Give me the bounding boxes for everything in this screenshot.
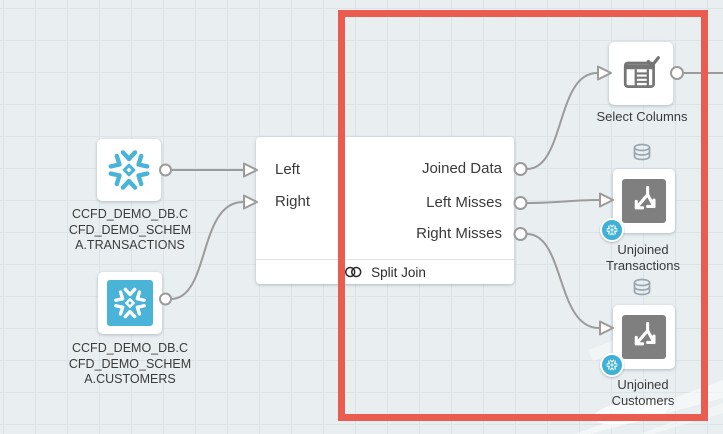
snowflake-badge bbox=[600, 218, 624, 242]
node-unjoined-customers[interactable] bbox=[613, 305, 675, 369]
node-label-unjoined-transactions: Unjoined Transactions bbox=[578, 242, 708, 273]
snowflake-badge bbox=[600, 353, 624, 377]
snowflake-icon bbox=[107, 148, 151, 192]
node-label-source-transactions: CCFD_DEMO_DB.C CFD_DEMO_SCHEM A.TRANSACT… bbox=[44, 207, 216, 254]
node-label-source-customers: CCFD_DEMO_DB.C CFD_DEMO_SCHEM A.CUSTOMER… bbox=[44, 341, 216, 388]
input-port-label-left: Left bbox=[275, 161, 301, 178]
venn-circles-icon bbox=[345, 266, 362, 278]
label-line: CFD_DEMO_SCHEM bbox=[68, 222, 192, 237]
output-port-transactions[interactable] bbox=[159, 163, 172, 177]
node-title: Split Join bbox=[371, 264, 426, 280]
highlight-box bbox=[338, 10, 708, 421]
label-line: CFD_DEMO_SCHEM bbox=[68, 356, 192, 371]
output-port-label-left-misses: Left Misses bbox=[426, 194, 502, 211]
split-arrows-icon bbox=[634, 321, 656, 346]
label-line: Unjoined bbox=[617, 242, 669, 257]
label-line: A.CUSTOMERS bbox=[84, 372, 176, 386]
node-split-join[interactable]: Left Right Joined Data Left Misses Right… bbox=[256, 137, 514, 284]
input-port-label-right: Right bbox=[275, 193, 311, 210]
database-cylinder-icon bbox=[633, 278, 651, 296]
snowflake-tile-background bbox=[107, 280, 153, 326]
label-line: Transactions bbox=[606, 257, 680, 273]
label-line: CCFD_DEMO_DB.C bbox=[72, 341, 188, 355]
label-line: CCFD_DEMO_DB.C bbox=[72, 207, 188, 221]
node-source-transactions[interactable] bbox=[97, 139, 161, 201]
split-icon-background bbox=[622, 179, 666, 223]
label-line: Select Columns bbox=[596, 109, 688, 124]
table-check-icon bbox=[623, 55, 660, 88]
node-source-customers[interactable] bbox=[98, 272, 162, 334]
node-unjoined-transactions[interactable] bbox=[613, 169, 675, 233]
database-cylinder-icon bbox=[633, 143, 651, 161]
output-port-label-right-misses: Right Misses bbox=[416, 225, 502, 242]
node-footer: Split Join bbox=[256, 259, 514, 284]
snowflake-icon bbox=[114, 287, 146, 319]
split-arrows-icon bbox=[634, 185, 656, 210]
label-line: A.TRANSACTIONS bbox=[75, 238, 185, 252]
node-select-columns[interactable] bbox=[609, 42, 673, 105]
node-label-select-columns: Select Columns bbox=[570, 109, 714, 125]
output-port-label-joined-data: Joined Data bbox=[421, 160, 502, 177]
split-icon-background bbox=[622, 315, 666, 359]
